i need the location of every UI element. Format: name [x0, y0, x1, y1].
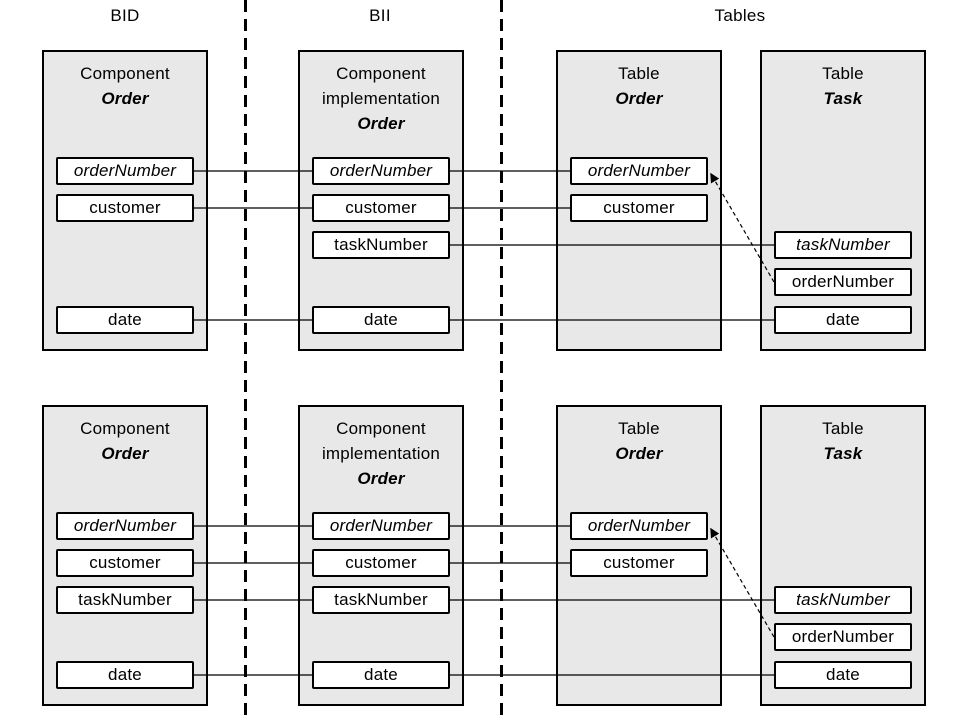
box-title-line: Table — [822, 64, 864, 83]
field-top-component-impl-order-date: date — [312, 306, 450, 334]
box-title-line: implementation — [321, 444, 441, 463]
field-top-table-task-taskNumber: taskNumber — [774, 231, 912, 259]
field-bottom-component-impl-order-customer: customer — [312, 549, 450, 577]
field-bottom-component-order-taskNumber: taskNumber — [56, 586, 194, 614]
field-top-table-order-orderNumber: orderNumber — [570, 157, 708, 185]
field-bottom-component-order-orderNumber: orderNumber — [56, 512, 194, 540]
box-title-name: Order — [615, 444, 663, 463]
field-bottom-table-order-customer: customer — [570, 549, 708, 577]
box-title-name: Task — [823, 444, 863, 463]
box-title-name: Order — [357, 469, 405, 488]
field-bottom-table-task-orderNumber: orderNumber — [774, 623, 912, 651]
field-bottom-component-impl-order-date: date — [312, 661, 450, 689]
field-top-component-impl-order-taskNumber: taskNumber — [312, 231, 450, 259]
column-header-bid: BID — [110, 6, 140, 25]
box-title-line: implementation — [321, 89, 441, 108]
field-top-component-order-date: date — [56, 306, 194, 334]
field-top-component-order-customer: customer — [56, 194, 194, 222]
field-top-component-order-orderNumber: orderNumber — [56, 157, 194, 185]
box-title-line: Table — [822, 419, 864, 438]
box-title-name: Order — [101, 89, 149, 108]
field-bottom-table-task-date: date — [774, 661, 912, 689]
field-bottom-component-impl-order-orderNumber: orderNumber — [312, 512, 450, 540]
field-bottom-component-impl-order-taskNumber: taskNumber — [312, 586, 450, 614]
column-header-tables: Tables — [714, 6, 766, 25]
field-top-component-impl-order-customer: customer — [312, 194, 450, 222]
field-top-component-impl-order-orderNumber: orderNumber — [312, 157, 450, 185]
box-title-line: Component — [80, 64, 170, 83]
field-top-table-order-customer: customer — [570, 194, 708, 222]
box-title-name: Order — [615, 89, 663, 108]
field-bottom-component-order-customer: customer — [56, 549, 194, 577]
box-title-line: Component — [80, 419, 170, 438]
box-title-line: Table — [618, 419, 660, 438]
column-header-bii: BII — [369, 6, 391, 25]
field-bottom-table-task-taskNumber: taskNumber — [774, 586, 912, 614]
box-title-name: Order — [101, 444, 149, 463]
field-bottom-table-order-orderNumber: orderNumber — [570, 512, 708, 540]
box-title-line: Component — [336, 419, 426, 438]
field-top-table-task-date: date — [774, 306, 912, 334]
field-top-table-task-orderNumber: orderNumber — [774, 268, 912, 296]
box-title-line: Component — [336, 64, 426, 83]
box-title-name: Order — [357, 114, 405, 133]
box-title-line: Table — [618, 64, 660, 83]
box-title-name: Task — [823, 89, 863, 108]
field-bottom-component-order-date: date — [56, 661, 194, 689]
